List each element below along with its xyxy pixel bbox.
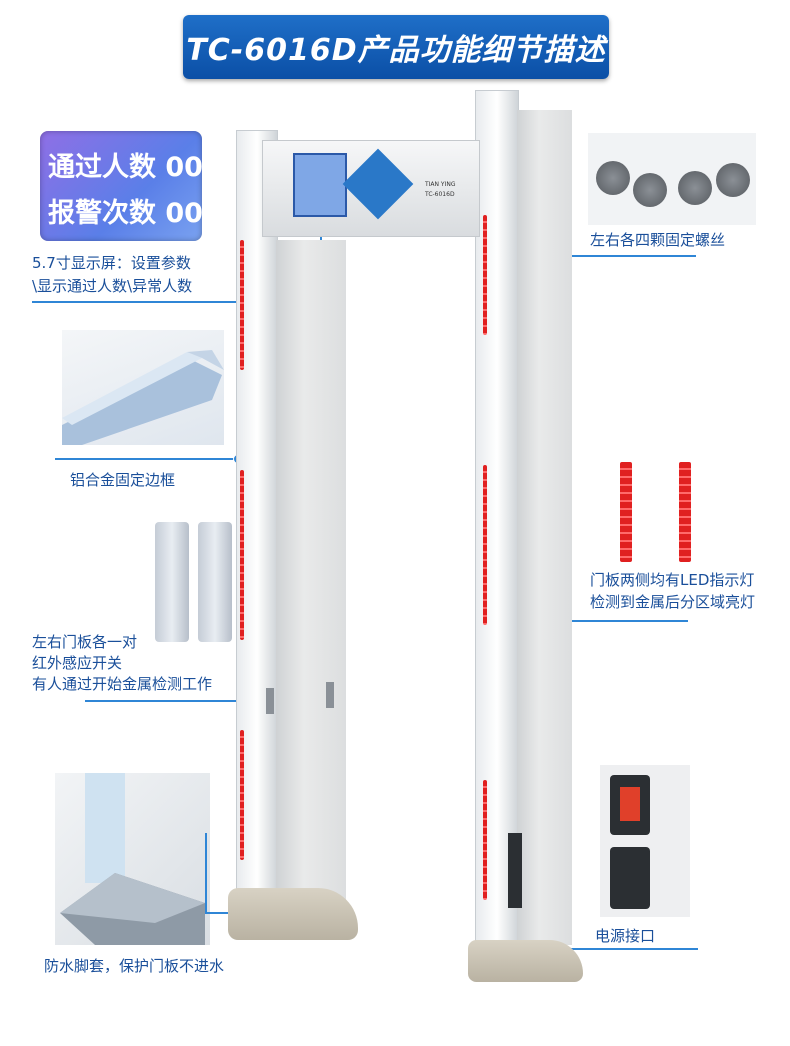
callout-line xyxy=(85,700,270,702)
screws-image xyxy=(588,133,756,225)
aluminium-profile-icon xyxy=(62,350,224,445)
power-switch-icon xyxy=(610,775,650,835)
led-label-line1: 门板两侧均有LED指示灯 xyxy=(590,571,755,589)
gate-led-strip xyxy=(483,780,487,900)
callout-line xyxy=(55,458,235,460)
top-control-head: TC-6016D TIAN YING xyxy=(262,140,480,237)
power-socket-image xyxy=(600,765,690,917)
gate-led-strip xyxy=(240,730,244,860)
led-strip-image-right xyxy=(679,462,691,562)
screws-label: 左右各四颗固定螺丝 xyxy=(590,231,726,249)
callout-line xyxy=(490,620,688,622)
screw-icon xyxy=(596,161,630,195)
lcd-line-alarmcount: 报警次数 0042 xyxy=(48,198,241,229)
ir-label-line1: 左右门板各一对 xyxy=(32,633,138,651)
power-plug-icon xyxy=(610,847,650,909)
model-text: TC-6016D xyxy=(425,191,455,198)
gate-power-socket xyxy=(508,833,522,908)
display-desc-line1: 5.7寸显示屏：设置参数 xyxy=(32,254,191,272)
left-foot xyxy=(228,888,358,940)
gate-led-strip xyxy=(483,215,487,335)
foot-image xyxy=(55,773,210,945)
lcd-line-passcount: 通过人数 0025 xyxy=(48,152,241,183)
foot-label: 防水脚套，保护门板不进水 xyxy=(44,957,225,975)
foot-cover-icon xyxy=(60,773,205,945)
led-strip-image-left xyxy=(620,462,632,562)
title-banner: TC-6016D产品功能细节描述 xyxy=(183,15,609,79)
callout-line xyxy=(205,833,207,913)
control-lcd xyxy=(293,153,347,217)
right-foot xyxy=(468,940,583,982)
page-title: TC-6016D产品功能细节描述 xyxy=(186,33,606,68)
callout-line xyxy=(32,301,322,303)
gate-led-strip xyxy=(240,470,244,640)
gate-led-strip xyxy=(240,240,244,370)
control-keypad xyxy=(342,148,414,220)
left-door-panel xyxy=(276,240,346,920)
gate-ir-sensor-left xyxy=(266,688,274,714)
display-desc-line2: \显示通过人数\异常人数 xyxy=(32,277,193,295)
gate-led-strip xyxy=(483,465,487,625)
screw-icon xyxy=(633,173,667,207)
screw-icon xyxy=(716,163,750,197)
ir-label-line3: 有人通过开始金属检测工作 xyxy=(32,675,213,693)
frame-label: 铝合金固定边框 xyxy=(70,471,176,489)
power-label: 电源接口 xyxy=(595,927,656,945)
callout-line xyxy=(520,948,698,950)
gate-ir-sensor-right xyxy=(326,682,334,708)
ir-label-line2: 红外感应开关 xyxy=(32,654,123,672)
brand-text: TIAN YING xyxy=(425,181,456,188)
screw-icon xyxy=(678,171,712,205)
led-label-line2: 检测到金属后分区域亮灯 xyxy=(590,593,756,611)
lcd-display-closeup: 通过人数 0025 报警次数 0042 xyxy=(40,131,241,241)
frame-profile-image xyxy=(62,330,224,445)
ir-sensor-right-image xyxy=(198,522,232,642)
right-door-panel xyxy=(517,110,572,945)
ir-sensor-left-image xyxy=(155,522,189,642)
callout-line xyxy=(516,255,696,257)
